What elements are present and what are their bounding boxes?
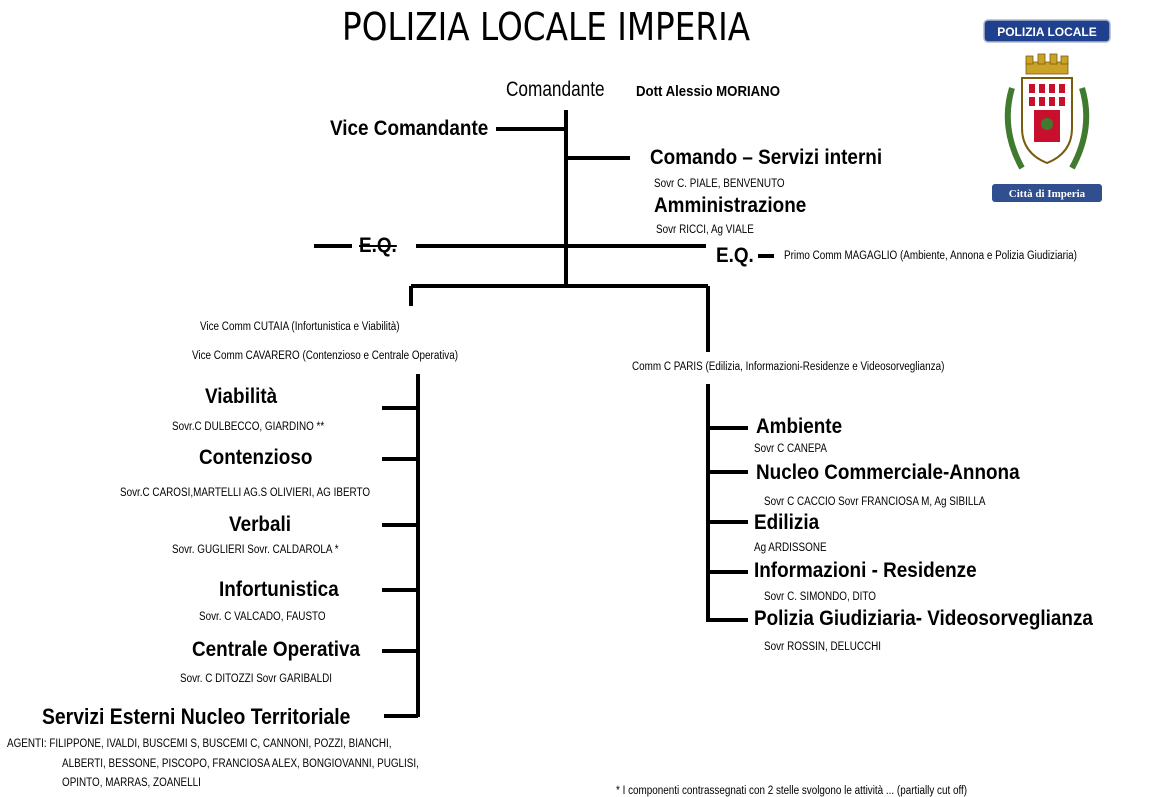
unit-informazioni-residenze-staff: Sovr C. SIMONDO, DITO — [764, 591, 876, 603]
page-title: POLIZIA LOCALE IMPERIA — [342, 5, 751, 49]
unit-nucleo-commerciale-title: Nucleo Commerciale-Annona — [756, 461, 1020, 484]
unit-ambiente-title: Ambiente — [756, 415, 843, 438]
logo-banner-text: POLIZIA LOCALE — [997, 25, 1097, 39]
unit-viabilita-title: Viabilità — [205, 385, 278, 408]
polizia-locale-logo: POLIZIA LOCALE Città di Imperia — [982, 18, 1112, 208]
comandante-role: Comandante — [506, 78, 605, 101]
comandante-name: Dott Alessio MORIANO — [636, 83, 780, 100]
unit-ambiente-staff: Sovr C CANEPA — [754, 443, 827, 455]
amministrazione-staff: Sovr RICCI, Ag VIALE — [656, 224, 754, 236]
comando-staff: Sovr C. PIALE, BENVENUTO — [654, 178, 785, 190]
servizi-esterni-agents-1: AGENTI: FILIPPONE, IVALDI, BUSCEMI S, BU… — [7, 738, 392, 750]
footnote: * I componenti contrassegnati con 2 stel… — [616, 785, 968, 797]
eq-struck-label: E.Q. — [359, 234, 397, 257]
unit-polizia-giudiziaria-staff: Sovr ROSSIN, DELUCCHI — [764, 641, 882, 653]
left-head-2: Vice Comm CAVARERO (Contenzioso e Centra… — [192, 350, 459, 362]
comando-title: Comando – Servizi interni — [650, 146, 883, 169]
unit-contenzioso-title: Contenzioso — [199, 446, 313, 469]
logo-ribbon-text: Città di Imperia — [1009, 188, 1086, 200]
vice-comandante-label: Vice Comandante — [330, 117, 489, 140]
left-head-1: Vice Comm CUTAIA (Infortunistica e Viabi… — [200, 321, 400, 333]
unit-verbali-staff: Sovr. GUGLIERI Sovr. CALDAROLA * — [172, 544, 339, 556]
unit-infortunistica-staff: Sovr. C VALCADO, FAUSTO — [199, 611, 326, 623]
unit-infortunistica-title: Infortunistica — [219, 578, 339, 601]
unit-centrale-operativa-staff: Sovr. C DITOZZI Sovr GARIBALDI — [180, 673, 333, 685]
unit-edilizia-staff: Ag ARDISSONE — [754, 542, 827, 554]
servizi-esterni-title: Servizi Esterni Nucleo Territoriale — [42, 704, 351, 729]
eq-right-label: E.Q. — [716, 244, 754, 267]
unit-centrale-operativa-title: Centrale Operativa — [192, 638, 361, 661]
unit-viabilita-staff: Sovr.C DULBECCO, GIARDINO ** — [172, 421, 325, 433]
servizi-esterni-agents-3: OPINTO, MARRAS, ZOANELLI — [62, 777, 201, 789]
servizi-esterni-agents-2: ALBERTI, BESSONE, PISCOPO, FRANCIOSA ALE… — [62, 758, 419, 770]
right-head: Comm C PARIS (Edilizia, Informazioni-Res… — [632, 361, 945, 373]
unit-contenzioso-staff: Sovr.C CAROSI,MARTELLI AG.S OLIVIERI, AG… — [120, 487, 371, 499]
unit-polizia-giudiziaria-title: Polizia Giudiziaria- Videosorveglianza — [754, 607, 1093, 630]
unit-informazioni-residenze-title: Informazioni - Residenze — [754, 559, 977, 582]
unit-verbali-title: Verbali — [229, 513, 292, 536]
amministrazione-title: Amministrazione — [654, 194, 807, 217]
unit-nucleo-commerciale-staff: Sovr C CACCIO Sovr FRANCIOSA M, Ag SIBIL… — [764, 496, 986, 508]
eq-right-desc: Primo Comm MAGAGLIO (Ambiente, Annona e … — [784, 250, 1077, 262]
unit-edilizia-title: Edilizia — [754, 511, 820, 534]
